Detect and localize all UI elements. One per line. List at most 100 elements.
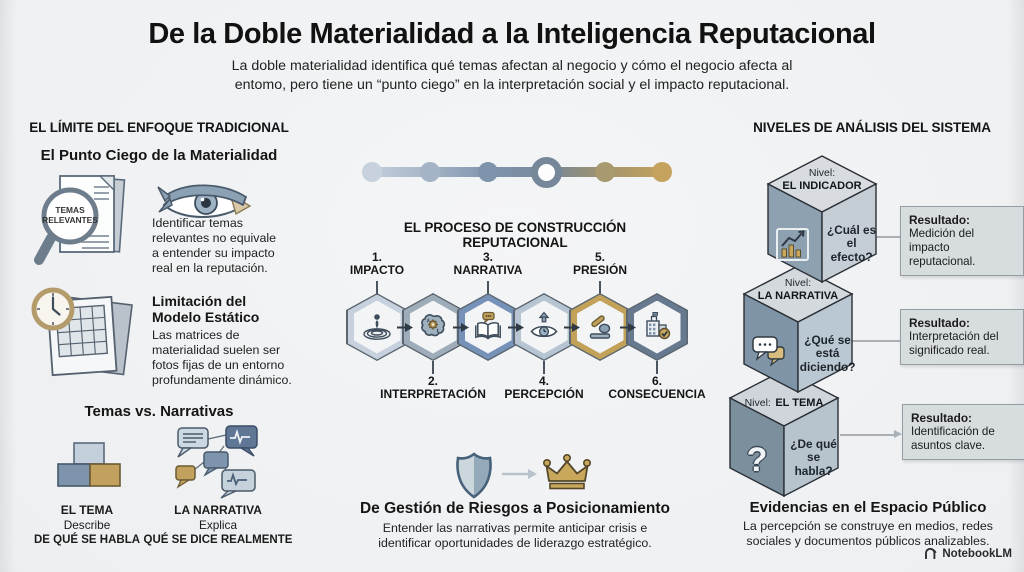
connector-arrowhead xyxy=(894,430,902,438)
building-check-icon xyxy=(646,312,671,340)
magnifier-documents-icon: TEMAS RELEVANTES xyxy=(34,172,138,273)
narrative-chat-cluster-icon xyxy=(164,424,268,507)
tick-step1 xyxy=(376,281,378,294)
level-name: EL TEMA xyxy=(775,397,824,409)
timeline-ring-dot xyxy=(531,157,562,188)
tema-label-block: EL TEMA Describe DE QUÉ SE HABLA xyxy=(26,503,148,547)
tick-step5 xyxy=(599,281,601,294)
step-arrow-5 xyxy=(620,323,636,332)
result-text: Interpretación del significado real. xyxy=(909,330,999,358)
connector-line-2 xyxy=(852,340,900,342)
connector-line-1 xyxy=(864,236,900,238)
result-box-tema: Resultado: Identificación de asuntos cla… xyxy=(902,404,1024,460)
gavel-icon xyxy=(589,315,611,339)
connector-line-3 xyxy=(840,434,894,436)
left-section-title: EL LÍMITE DEL ENFOQUE TRADICIONAL xyxy=(29,120,289,135)
step-label-6: 6.CONSECUENCIA xyxy=(608,374,706,402)
hexagon-step-5 xyxy=(569,293,631,361)
timeline-bar-2 xyxy=(430,167,488,177)
level-name: EL INDICADOR xyxy=(782,179,862,192)
timeline-bar-1 xyxy=(372,167,430,177)
level-cube-tema: Nivel: EL TEMA ? ¿De qué se habla? xyxy=(726,368,842,498)
process-title: EL PROCESO DE CONSTRUCCIÓN REPUTACIONAL xyxy=(403,220,627,250)
question-mark-icon: ? xyxy=(746,440,768,479)
level-question: ¿Cuál es el efecto? xyxy=(826,222,877,264)
lens-label-line1: TEMAS xyxy=(55,205,85,215)
brand-name: NotebookLM xyxy=(942,547,1012,560)
themes-vs-narratives-title: Temas vs. Narrativas xyxy=(84,403,234,420)
shield-icon xyxy=(452,451,496,506)
brain-gear-icon xyxy=(421,314,446,337)
theme-blocks-icon xyxy=(54,440,124,495)
static-model-title: Limitación del Modelo Estático xyxy=(152,293,260,326)
level-name: LA NARRATIVA xyxy=(757,289,839,302)
result-label: Resultado: xyxy=(909,316,970,330)
tema-label: EL TEMA xyxy=(60,503,114,517)
risk-positioning-title: De Gestión de Riesgos a Posicionamiento xyxy=(359,500,671,517)
result-text: Medición del impacto reputacional. xyxy=(909,227,976,268)
eye-arrow-icon xyxy=(530,311,558,338)
level-cube-indicator: Nivel: EL INDICADOR ¿Cuál es el efecto? xyxy=(764,154,880,284)
narrativa-label-block: LA NARRATIVA Explica QUÉ SE DICE REALMEN… xyxy=(143,503,293,547)
narrativa-line2: QUÉ SE DICE REALMENTE xyxy=(143,533,293,546)
blindfolded-eye-icon xyxy=(156,174,254,231)
hexagon-step-2 xyxy=(402,293,464,361)
step-label-5: 5.PRESIÓN xyxy=(572,250,628,278)
timeline-bar-4 xyxy=(547,167,605,177)
right-section-title: NIVELES DE ANÁLISIS DEL SISTEMA xyxy=(753,120,991,135)
crown-icon xyxy=(541,453,593,500)
timeline-bar-5 xyxy=(605,167,662,177)
hexagon-step-1 xyxy=(346,293,408,361)
hexagon-step-3 xyxy=(457,293,519,361)
evidence-title: Evidencias en el Espacio Público xyxy=(749,499,987,516)
step-arrow-4 xyxy=(564,323,580,332)
tick-step3 xyxy=(487,281,489,294)
hexagon-step-6 xyxy=(626,293,688,361)
level-prefix: Nivel: xyxy=(744,397,771,409)
timeline-dot-2 xyxy=(420,162,440,182)
level-prefix: Nivel: xyxy=(808,167,836,179)
tick-step2 xyxy=(432,361,434,374)
tema-line2: DE QUÉ SE HABLA xyxy=(33,533,141,546)
tema-line1: Describe xyxy=(63,518,111,532)
blind-spot-title: El Punto Ciego de la Materialidad xyxy=(40,147,278,164)
timeline-dot-1 xyxy=(362,162,382,182)
impact-ripple-icon xyxy=(363,314,391,340)
evidence-text: La percepción se construye en medios, re… xyxy=(742,519,994,548)
bar-chart-icon xyxy=(774,224,816,268)
level-question: ¿Qué se está diciendo? xyxy=(799,332,856,374)
page-subtitle-line2: entomo, pero tiene un “punto ciego” en l… xyxy=(234,77,790,93)
tick-step4 xyxy=(543,361,545,374)
static-model-text: Las matrices de materialidad suelen ser … xyxy=(152,328,292,387)
result-label: Resultado: xyxy=(909,213,970,227)
lens-label-line2: RELEVANTES xyxy=(42,215,98,225)
page-subtitle-line1: La doble materialidad identifica qué tem… xyxy=(231,58,793,74)
step-label-2: 2.INTERPRETACIÓN xyxy=(380,374,486,402)
notebooklm-logo-icon xyxy=(925,547,937,559)
level-prefix: Nivel: xyxy=(784,277,812,289)
page-title: De la Doble Materialidad a la Inteligenc… xyxy=(148,18,876,50)
risk-positioning-text: Entender las narrativas permite anticipa… xyxy=(378,521,652,550)
result-label: Resultado: xyxy=(911,411,972,425)
tick-step6 xyxy=(656,361,658,374)
step-arrow-3 xyxy=(508,323,524,332)
step-label-4: 4.PERCEPCIÓN xyxy=(504,374,584,402)
brand-lockup: NotebookLM xyxy=(924,547,1012,560)
timeline-dot-3 xyxy=(478,162,498,182)
level-question: ¿De qué se habla? xyxy=(790,436,837,478)
step-label-3: 3.NARRATIVA xyxy=(453,250,523,278)
narrativa-line1: Explica xyxy=(198,518,238,532)
narrativa-label: LA NARRATIVA xyxy=(174,503,262,517)
speech-bubbles-icon xyxy=(750,334,792,378)
timeline-dot-6 xyxy=(652,162,672,182)
cube-shape xyxy=(728,369,840,498)
transition-arrow-icon xyxy=(502,469,537,479)
step-arrow-2 xyxy=(453,323,469,332)
result-text: Identificación de asuntos clave. xyxy=(911,425,995,453)
timeline-bar-3 xyxy=(488,167,547,177)
timeline-dot-5 xyxy=(595,162,615,182)
book-speech-icon xyxy=(475,311,501,340)
clock-matrix-photo-icon xyxy=(28,283,136,392)
step-label-1: 1.IMPACTO xyxy=(349,250,405,278)
